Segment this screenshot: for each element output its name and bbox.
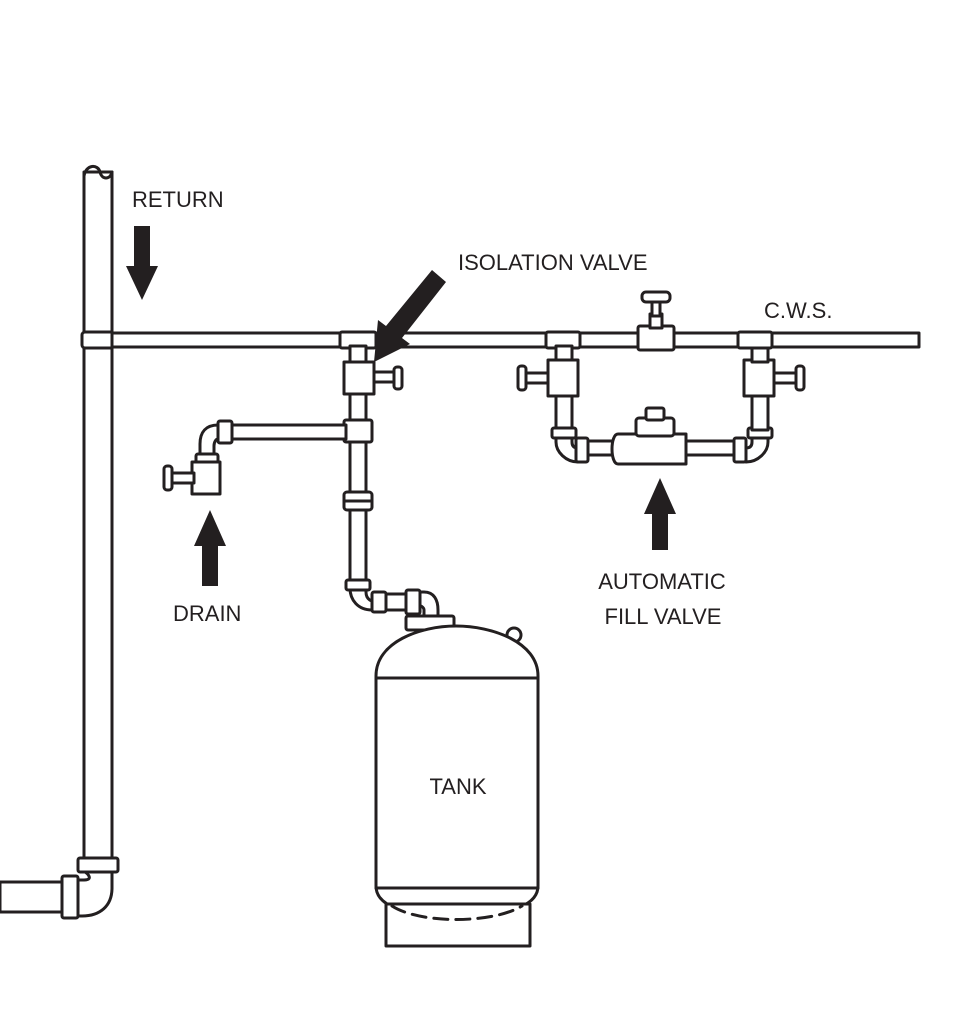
automatic-fill-valve-label-line2: FILL VALVE (605, 604, 722, 629)
drain-label: DRAIN (173, 601, 241, 626)
drain-assembly (162, 419, 348, 496)
fill-valve-arrow (644, 478, 676, 550)
isolation-valve-arrow (374, 270, 446, 362)
drain-arrow (194, 510, 226, 586)
automatic-fill-valve-label-line1: AUTOMATIC (598, 569, 726, 594)
fill-valve-bypass (516, 330, 806, 466)
expansion-tank (374, 614, 540, 948)
tank-label: TANK (429, 774, 486, 799)
main-supply-pipe (110, 331, 921, 349)
isolation-valve-assembly (338, 330, 440, 622)
return-elbow-bottom (0, 856, 120, 920)
return-arrow (126, 226, 158, 300)
isolation-valve-label: ISOLATION VALVE (458, 250, 648, 275)
main-bypass-valve (636, 290, 676, 352)
return-label: RETURN (132, 187, 224, 212)
return-riser-pipe (80, 165, 116, 866)
cws-label: C.W.S. (764, 298, 832, 323)
